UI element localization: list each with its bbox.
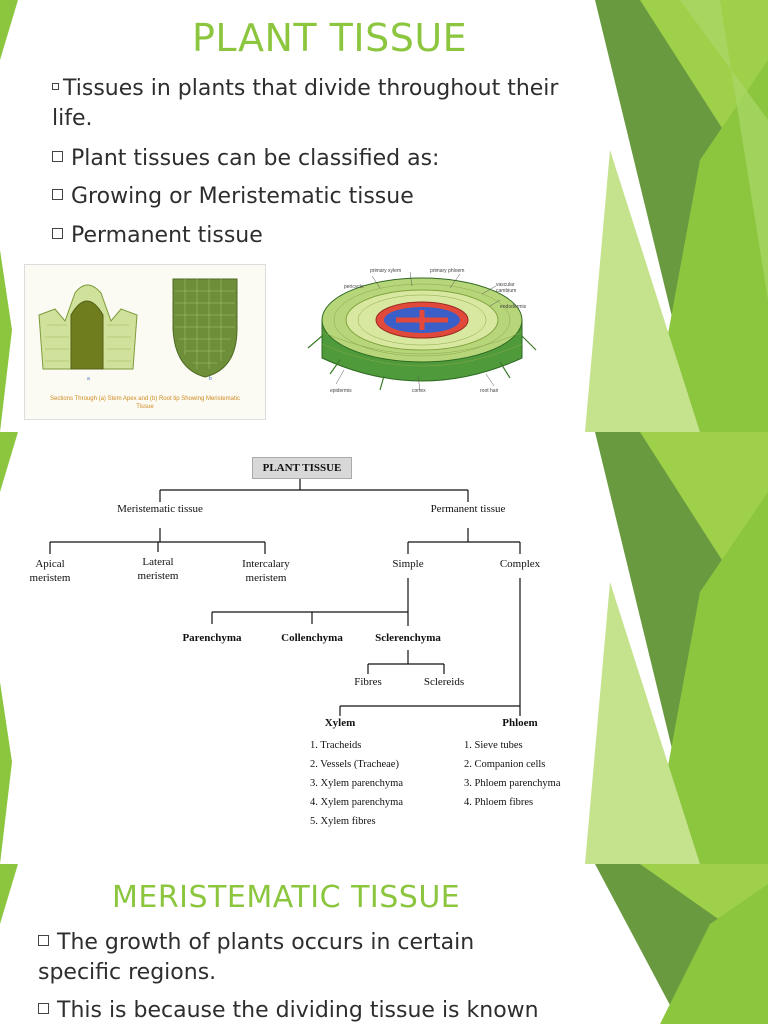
node-permanent: Permanent tissue [430, 503, 506, 515]
node-intercalary-meristem: Intercalary meristem [226, 557, 306, 585]
bullet-text: specific regions. [38, 960, 217, 985]
node-parenchyma: Parenchyma [182, 632, 242, 644]
xylem-item: 1. Tracheids [310, 740, 362, 751]
bullet-2: This is because the dividing tissue is k… [38, 998, 539, 1023]
label-cortex: cortex [412, 388, 426, 394]
xylem-item: 4. Xylem parenchyma [310, 797, 404, 808]
xylem-item: 3. Xylem parenchyma [310, 778, 404, 789]
slide-meristematic-tissue: MERISTEMATIC TISSUE The growth of plants… [0, 864, 768, 1024]
slide-plant-tissue: PLANT TISSUE Tissues in plants that divi… [0, 0, 768, 432]
green-decoration [0, 0, 768, 432]
tree-connector-lines [49, 477, 521, 716]
figure-label-a: a [87, 376, 90, 382]
meristem-sections-illustration [38, 278, 238, 378]
meristem-sections-figure: a b Sections Through (a) Stem Apex and (… [24, 264, 266, 420]
phloem-item: 3. Phloem parenchyma [464, 778, 561, 789]
node-line: meristem [137, 570, 179, 582]
node-lateral-meristem: Lateral meristem [122, 555, 194, 583]
figure-label-b: b [209, 376, 212, 382]
bullet-3: Growing or Meristematic tissue [52, 184, 414, 209]
phloem-item: 4. Phloem fibres [464, 797, 534, 808]
bullet-2: Plant tissues can be classified as: [52, 146, 439, 171]
node-complex: Complex [499, 558, 541, 570]
slide-title: MERISTEMATIC TISSUE [112, 880, 461, 915]
node-sclerenchyma: Sclerenchyma [375, 632, 441, 644]
root-cross-section-figure: pericycle primary xylem primary phloem v… [300, 266, 546, 398]
label-endodermis: endodermis [500, 304, 527, 310]
bullet-text: Permanent tissue [71, 223, 263, 248]
bullet-1: The growth of plants occurs in certain [38, 930, 474, 955]
bullet-text: The growth of plants occurs in certain [57, 930, 475, 955]
node-sclereids: Sclereids [423, 676, 465, 688]
bullet-1-cont: specific regions. [38, 960, 216, 985]
node-line: Lateral [142, 556, 174, 568]
bullet-text: Tissues in plants that divide throughout… [63, 76, 559, 101]
bullet-1-cont: life. [52, 106, 93, 131]
label-pericycle: pericycle [344, 284, 364, 290]
slide-classification-chart [0, 432, 768, 864]
bullet-square-icon [52, 82, 59, 90]
bullet-square-icon [52, 227, 63, 239]
root-cross-section-illustration [307, 271, 537, 391]
node-meristematic: Meristematic tissue [117, 503, 203, 515]
bullet-text: life. [52, 106, 93, 131]
bullet-text: Growing or Meristematic tissue [71, 184, 414, 209]
node-xylem: Xylem [324, 717, 356, 729]
figure-caption: Sections Through (a) Stem Apex and (b) R… [50, 396, 240, 410]
green-decoration [0, 432, 768, 864]
xylem-list: 1. Tracheids 2. Vessels (Tracheae) 3. Xy… [310, 736, 403, 831]
label-epidermis: epidermis [330, 388, 352, 394]
tree-root-plant-tissue: PLANT TISSUE [252, 457, 352, 479]
label-root-hair: root hair [480, 388, 499, 394]
bullet-square-icon [52, 188, 63, 200]
node-line: meristem [245, 572, 287, 584]
phloem-item: 1. Sieve tubes [464, 740, 523, 751]
node-line: meristem [29, 572, 71, 584]
label-primary-phloem: primary phloem [430, 268, 465, 274]
label-vascular-cambium: vascular cambium [496, 282, 517, 294]
label-primary-xylem: primary xylem [370, 268, 402, 274]
xylem-item: 2. Vessels (Tracheae) [310, 759, 399, 770]
xylem-item: 5. Xylem fibres [310, 816, 376, 827]
green-decoration [0, 864, 768, 1024]
phloem-item: 2. Companion cells [464, 759, 546, 770]
node-line: Intercalary [242, 558, 290, 570]
node-collenchyma: Collenchyma [281, 632, 343, 644]
node-line: Apical [35, 558, 65, 570]
bullet-square-icon [52, 150, 63, 162]
bullet-text: Plant tissues can be classified as: [71, 146, 440, 171]
node-phloem: Phloem [502, 717, 538, 729]
phloem-list: 1. Sieve tubes 2. Companion cells 3. Phl… [464, 736, 561, 812]
bullet-square-icon [38, 1002, 49, 1014]
node-simple: Simple [392, 558, 424, 570]
node-fibres: Fibres [354, 676, 382, 688]
bullet-square-icon [38, 934, 49, 946]
node-apical-meristem: Apical meristem [14, 557, 86, 585]
slide-title: PLANT TISSUE [192, 16, 468, 60]
bullet-text: This is because the dividing tissue is k… [57, 998, 539, 1023]
bullet-4: Permanent tissue [52, 223, 263, 248]
bullet-1: Tissues in plants that divide throughout… [52, 76, 558, 101]
